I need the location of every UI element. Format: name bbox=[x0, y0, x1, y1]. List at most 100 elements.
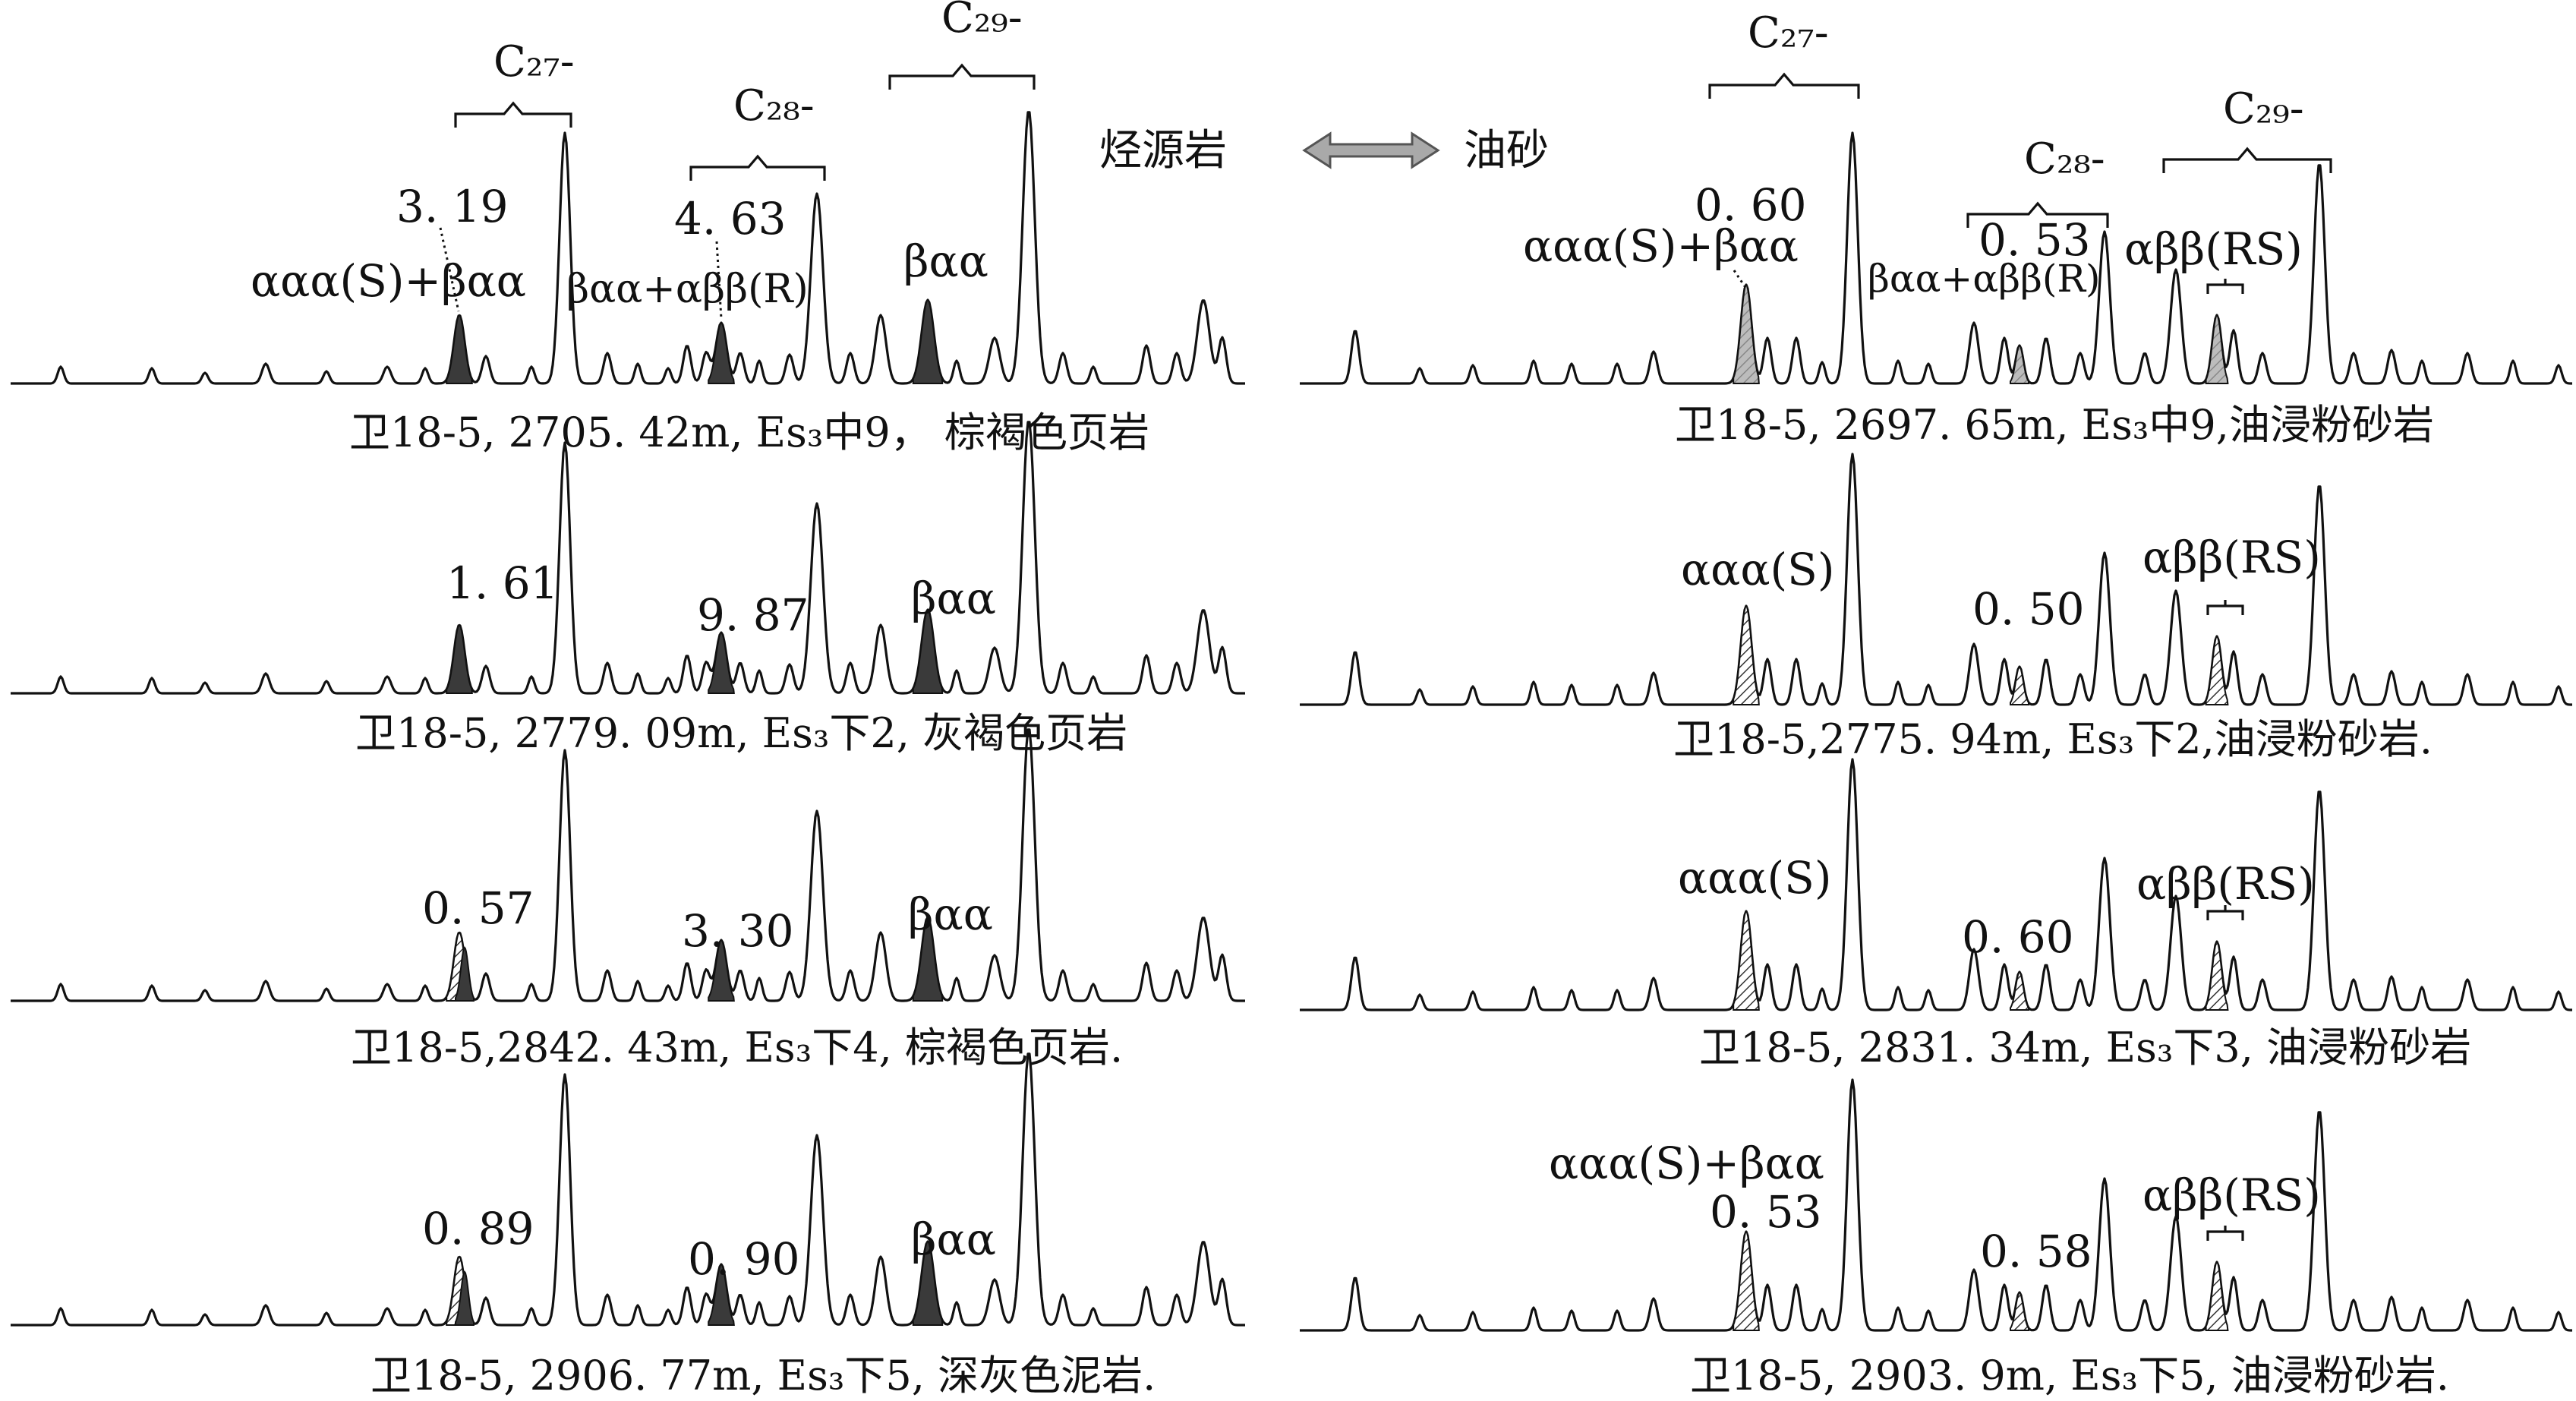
right-ratio-peak-fill bbox=[2010, 344, 2029, 384]
right-ratio-peak-fill bbox=[2010, 970, 2029, 1011]
ratio-label: 9. 87 bbox=[697, 589, 809, 641]
peak-label: ααα(S)+βαα bbox=[1523, 220, 1799, 272]
ratio-label: 0. 57 bbox=[422, 882, 534, 934]
ratio-label: 3. 30 bbox=[682, 905, 794, 957]
peak-label: ααα(S)+βαα bbox=[1549, 1138, 1824, 1189]
left-ratio-peak-fill bbox=[455, 1270, 475, 1326]
group-label-c29: C₂₉- bbox=[941, 0, 1023, 43]
right-trace-4 bbox=[1300, 1078, 2572, 1332]
group-label-c27: C₂₇- bbox=[1748, 8, 1829, 58]
ratio-label: 0. 60 bbox=[1695, 179, 1807, 231]
ratio-label: 1. 61 bbox=[446, 557, 559, 609]
left-baa-peak-fill bbox=[912, 298, 944, 384]
peak-label: βαα bbox=[903, 235, 988, 287]
left-ratio-peak-fill bbox=[455, 946, 475, 1002]
left-ratio-peak-fill bbox=[708, 1263, 735, 1326]
ratio-label: 3. 19 bbox=[396, 181, 509, 232]
abb-bracket bbox=[2206, 600, 2244, 615]
left-ratio-peak-fill bbox=[708, 321, 735, 384]
right-panel-4: ααα(S)+βαα 0. 53 0. 58 αββ(RS) 卫18-5, 29… bbox=[1549, 1138, 2449, 1399]
group-brackets bbox=[439, 63, 2332, 1241]
right-trace-3 bbox=[1300, 758, 2572, 1011]
c29-bracket bbox=[888, 63, 1036, 90]
group-label-c29: C₂₉- bbox=[2223, 84, 2304, 134]
c28-bracket bbox=[1966, 201, 2109, 228]
left-baa-peak-fill bbox=[912, 608, 944, 694]
abb-bracket bbox=[2206, 905, 2244, 920]
peak-label: αββ(RS) bbox=[2142, 532, 2321, 583]
peak-label: βαα bbox=[911, 573, 996, 624]
right-ratio-peak-fill bbox=[1733, 1230, 1760, 1331]
panel-caption: 卫18-5, 2779. 09m, Es₃下2, 灰褐色页岩 bbox=[355, 709, 1127, 757]
right-panel-1: 0. 60 ααα(S)+βαα 0. 53 βαα+αββ(R) αββ(RS… bbox=[1523, 179, 2434, 449]
leader-line bbox=[439, 227, 460, 312]
left-ratio-peak-fill bbox=[446, 623, 473, 694]
ratio-label: 0. 53 bbox=[1979, 214, 2091, 266]
chromatogram-traces bbox=[11, 111, 2572, 1332]
left-ratio-peak-fill bbox=[446, 314, 473, 384]
peak-label: αββ(RS) bbox=[2136, 858, 2315, 910]
peak-label: βαα+αββ(R) bbox=[1868, 257, 2101, 301]
right-ratio-peak-fill bbox=[1733, 910, 1760, 1011]
peak-label: αββ(RS) bbox=[2124, 223, 2303, 275]
peak-fills bbox=[446, 283, 2229, 1331]
right-panel-3: ααα(S) 0. 60 αββ(RS) 卫18-5, 2831. 34m, E… bbox=[1678, 852, 2471, 1071]
peak-label: ααα(S) bbox=[1681, 544, 1835, 595]
right-ratio-peak-fill bbox=[2010, 665, 2029, 705]
left-baa-peak-fill bbox=[912, 916, 944, 1002]
right-abb-peak-fill bbox=[2205, 636, 2229, 705]
ratio-label: 0. 53 bbox=[1710, 1186, 1822, 1238]
peak-label: βαα+αββ(R) bbox=[566, 267, 809, 312]
c28-bracket bbox=[689, 154, 826, 181]
left-panel-4: 0. 89 0. 90 βαα 卫18-5, 2906. 77m, Es₃下5,… bbox=[370, 1203, 1156, 1399]
right-abb-peak-fill bbox=[2205, 941, 2229, 1011]
ratio-label: 0. 89 bbox=[422, 1203, 534, 1254]
peak-label: ααα(S) bbox=[1678, 852, 1832, 904]
left-trace-3 bbox=[11, 728, 1245, 1002]
left-ratio-peak-fill bbox=[708, 939, 735, 1002]
left-trace-4 bbox=[11, 1052, 1245, 1327]
peak-label: βαα bbox=[911, 1213, 996, 1265]
peak-label: αββ(RS) bbox=[2142, 1169, 2321, 1221]
c29-bracket bbox=[2162, 147, 2332, 173]
panel-caption: 卫18-5, 2906. 77m, Es₃下5, 深灰色泥岩. bbox=[370, 1352, 1156, 1399]
group-label-c28: C₂₈- bbox=[733, 81, 815, 131]
right-abb-peak-fill bbox=[2205, 1261, 2229, 1331]
group-label-c27: C₂₇- bbox=[493, 37, 575, 87]
left-trace-2 bbox=[11, 421, 1245, 695]
leader-line bbox=[1733, 270, 1748, 289]
left-panel-1: 3. 19 4. 63 ααα(S)+βαα βαα+αββ(R) βαα 卫1… bbox=[251, 181, 1149, 456]
panel-caption: 卫18-5, 2831. 34m, Es₃下3, 油浸粉砂岩 bbox=[1699, 1024, 2471, 1071]
right-panel-2: ααα(S) 0. 50 αββ(RS) 卫18-5,2775. 94m, Es… bbox=[1673, 532, 2433, 763]
ratio-label: 4. 63 bbox=[674, 193, 787, 245]
right-trace-2 bbox=[1300, 453, 2572, 706]
c27-bracket bbox=[454, 101, 572, 128]
panel-caption: 卫18-5, 2697. 65m, Es₃中9,油浸粉砂岩 bbox=[1675, 401, 2434, 449]
abb-bracket bbox=[2206, 279, 2244, 294]
double-arrow-icon bbox=[1302, 131, 1440, 169]
panel-caption: 卫18-5, 2903. 9m, Es₃下5, 油浸粉砂岩. bbox=[1690, 1352, 2449, 1399]
left-panel-3: 0. 57 3. 30 βαα 卫18-5,2842. 43m, Es₃下4, … bbox=[351, 882, 1123, 1071]
left-ratio-peak-fill bbox=[708, 631, 735, 694]
abb-bracket bbox=[2206, 1226, 2244, 1241]
group-label-c28: C₂₈- bbox=[2024, 134, 2105, 184]
peak-label: βαα bbox=[908, 888, 993, 940]
ratio-label: 0. 58 bbox=[1980, 1226, 2092, 1277]
panel-caption: 卫18-5,2842. 43m, Es₃下4, 棕褐色页岩. bbox=[351, 1024, 1123, 1071]
peak-label: ααα(S)+βαα bbox=[251, 255, 526, 307]
ratio-label: 0. 90 bbox=[688, 1233, 800, 1285]
header-left-label: 烃源岩 bbox=[1099, 126, 1227, 175]
panel-caption: 卫18-5, 2705. 42m, Es₃中9， 棕褐色页岩 bbox=[349, 409, 1149, 456]
ratio-label: 0. 50 bbox=[1972, 583, 2085, 635]
ratio-label: 0. 60 bbox=[1962, 911, 2074, 963]
right-ratio-peak-fill bbox=[1733, 283, 1760, 384]
left-baa-peak-fill bbox=[912, 1240, 944, 1326]
c27-bracket bbox=[1708, 72, 1860, 99]
left-trace-1 bbox=[11, 111, 1245, 385]
right-ratio-peak-fill bbox=[1733, 604, 1760, 705]
leader-line bbox=[715, 241, 723, 320]
panel-caption: 卫18-5,2775. 94m, Es₃下2,油浸粉砂岩. bbox=[1673, 715, 2433, 763]
right-ratio-peak-fill bbox=[2010, 1291, 2029, 1331]
